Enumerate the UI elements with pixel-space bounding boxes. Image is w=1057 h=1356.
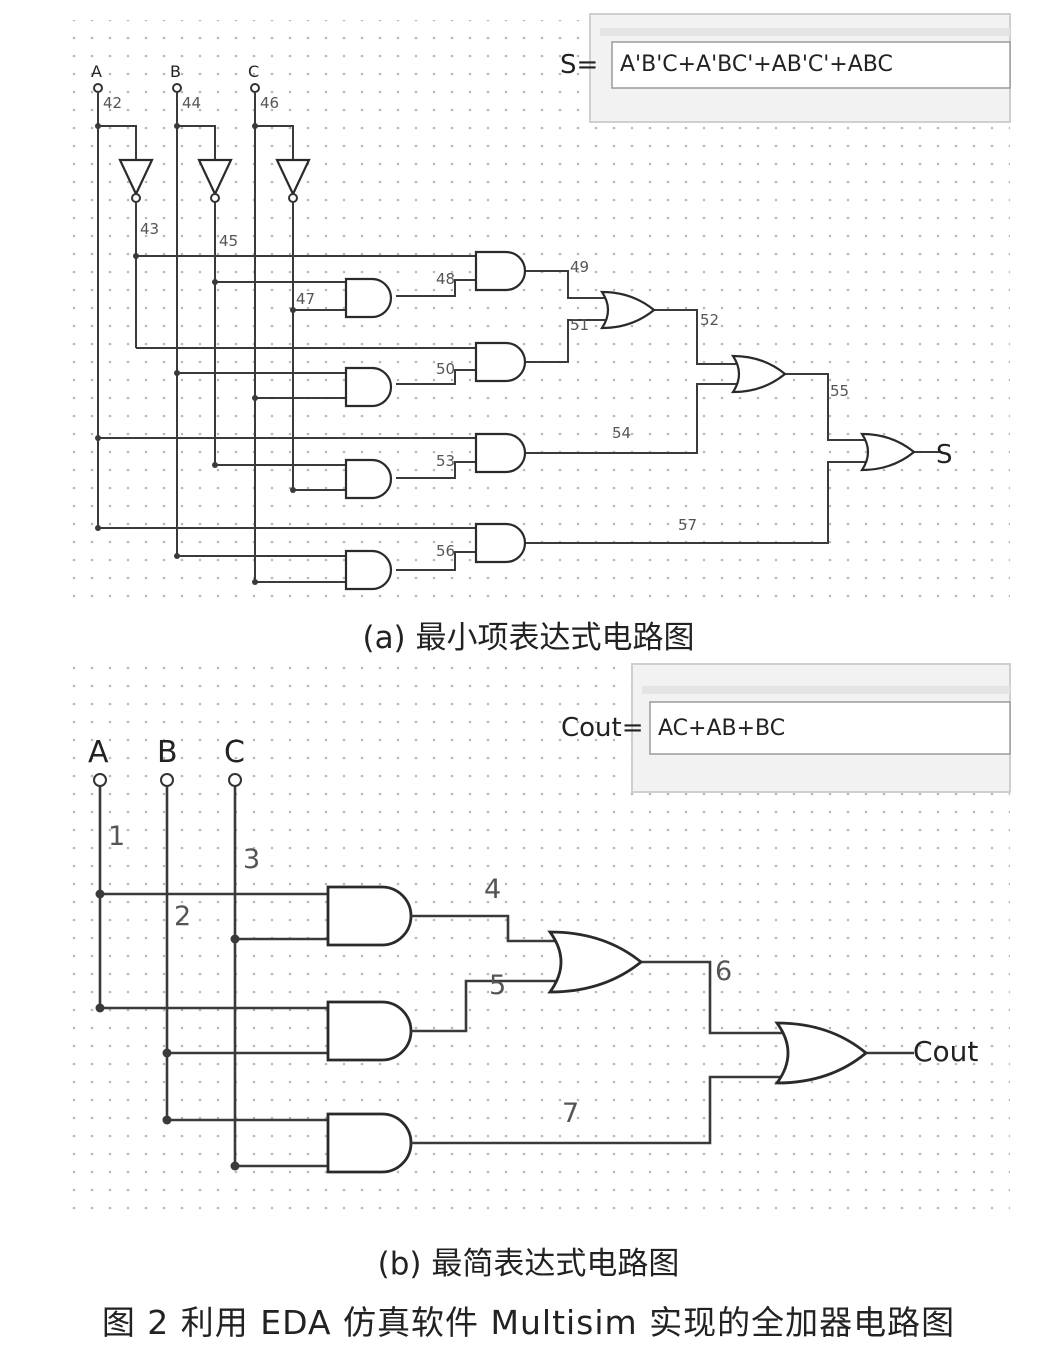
caption-a: (a) 最小项表达式电路图: [362, 620, 695, 656]
node-label: 54: [612, 424, 631, 442]
output-label-s: S: [936, 440, 953, 470]
node-label: 7: [562, 1098, 579, 1129]
or-gate-a3: [859, 432, 916, 472]
node-label: 49: [570, 258, 589, 276]
and-gate-a1: [344, 277, 393, 319]
node-label: 43: [140, 220, 159, 238]
node-label: 51: [570, 316, 589, 334]
expression-label-b: Cout=: [561, 713, 644, 743]
and-gate-b1: [326, 885, 413, 947]
input-label-c: C: [248, 62, 259, 81]
node-label: 52: [700, 311, 719, 329]
and-gate-a8: [474, 522, 527, 564]
node-label: 2: [174, 901, 191, 932]
or-gate-b1: [547, 930, 644, 994]
figure-caption: 图 2 利用 EDA 仿真软件 Multisim 实现的全加器电路图: [101, 1303, 956, 1342]
and-gate-a3: [344, 366, 393, 408]
panel-b: Cout= AC+AB+BC A B C: [70, 660, 1011, 1220]
node-label: 47: [296, 290, 315, 308]
node-label: 3: [243, 844, 260, 875]
node-label: 1: [108, 821, 125, 852]
node-label: 46: [260, 94, 279, 112]
input-pin-b: [172, 83, 182, 93]
input-pin-c: [250, 83, 260, 93]
panel-a: S= A'B'C+A'BC'+AB'C'+ABC A B C: [70, 13, 1011, 600]
and-gate-b2: [326, 1000, 413, 1062]
or-gate-a2: [730, 354, 787, 394]
node-label: 42: [103, 94, 122, 112]
node-label: 57: [678, 516, 697, 534]
expression-window-a: S= A'B'C+A'BC'+AB'C'+ABC: [560, 13, 1011, 123]
caption-b: (b) 最简表达式电路图: [377, 1246, 680, 1282]
input-pin-b-b: [160, 773, 174, 787]
input-pin-c-b: [228, 773, 242, 787]
node-label: 55: [830, 382, 849, 400]
expression-window-b: Cout= AC+AB+BC: [561, 663, 1011, 793]
node-label: 48: [436, 270, 455, 288]
expression-value-b: AC+AB+BC: [658, 716, 785, 741]
node-label: 50: [436, 360, 455, 378]
input-label-b: B: [170, 62, 181, 81]
output-label-cout: Cout: [913, 1035, 978, 1068]
or-gate-a1: [599, 290, 656, 330]
and-gate-b3: [326, 1112, 413, 1174]
and-gate-a2: [474, 250, 527, 292]
and-gate-a5: [344, 458, 393, 500]
node-label: 53: [436, 452, 455, 470]
or-gate-b2: [774, 1021, 869, 1085]
and-gate-a4: [474, 341, 527, 383]
input-label-b-b: B: [157, 735, 178, 770]
and-gate-a7: [344, 549, 393, 591]
inverter-a: [118, 158, 154, 203]
node-label: 56: [436, 542, 455, 560]
input-label-a-b: A: [88, 735, 109, 770]
node-label: 45: [219, 232, 238, 250]
node-label: 5: [489, 970, 506, 1001]
input-label-c-b: C: [224, 735, 245, 770]
node-label: 4: [484, 874, 501, 905]
and-gate-a6: [474, 432, 527, 474]
node-label: 44: [182, 94, 201, 112]
input-pin-a: [93, 83, 103, 93]
expression-value-a: A'B'C+A'BC'+AB'C'+ABC: [620, 52, 893, 77]
expression-label-a: S=: [560, 50, 598, 80]
input-label-a: A: [91, 62, 102, 81]
input-pin-a-b: [93, 773, 107, 787]
node-label: 6: [715, 956, 732, 987]
